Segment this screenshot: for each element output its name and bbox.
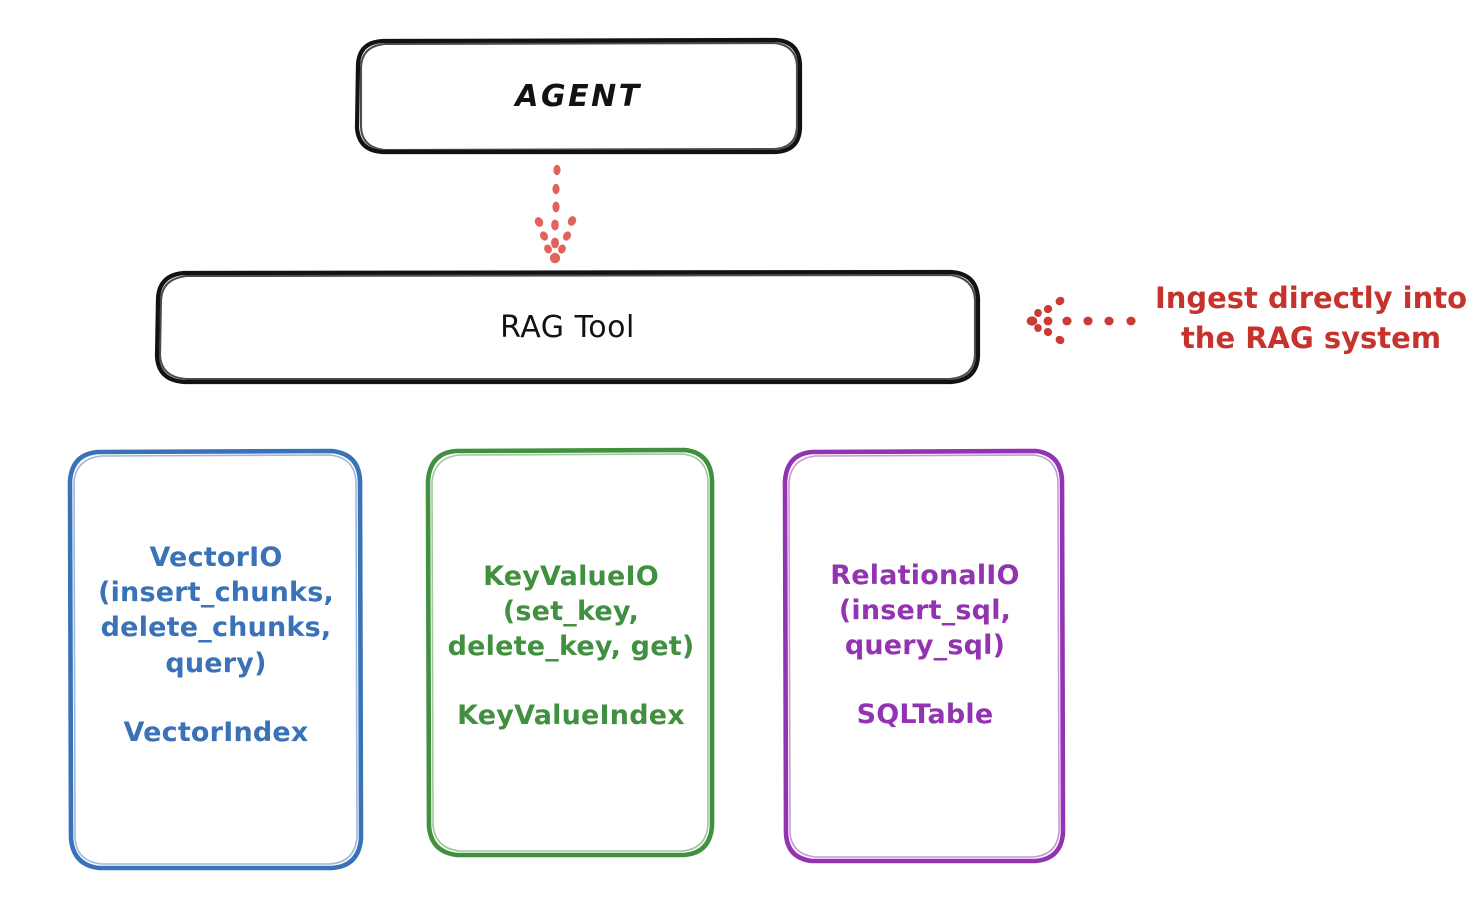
rag-tool-box[interactable] — [154, 269, 981, 385]
agent-to-ragtool-arrow — [534, 164, 577, 264]
key-value-io-box[interactable] — [425, 447, 715, 858]
ingest-arrow — [1026, 296, 1136, 345]
vector-io-box[interactable] — [67, 448, 364, 871]
agent-box[interactable] — [354, 37, 803, 155]
relational-io-box[interactable] — [782, 448, 1066, 864]
